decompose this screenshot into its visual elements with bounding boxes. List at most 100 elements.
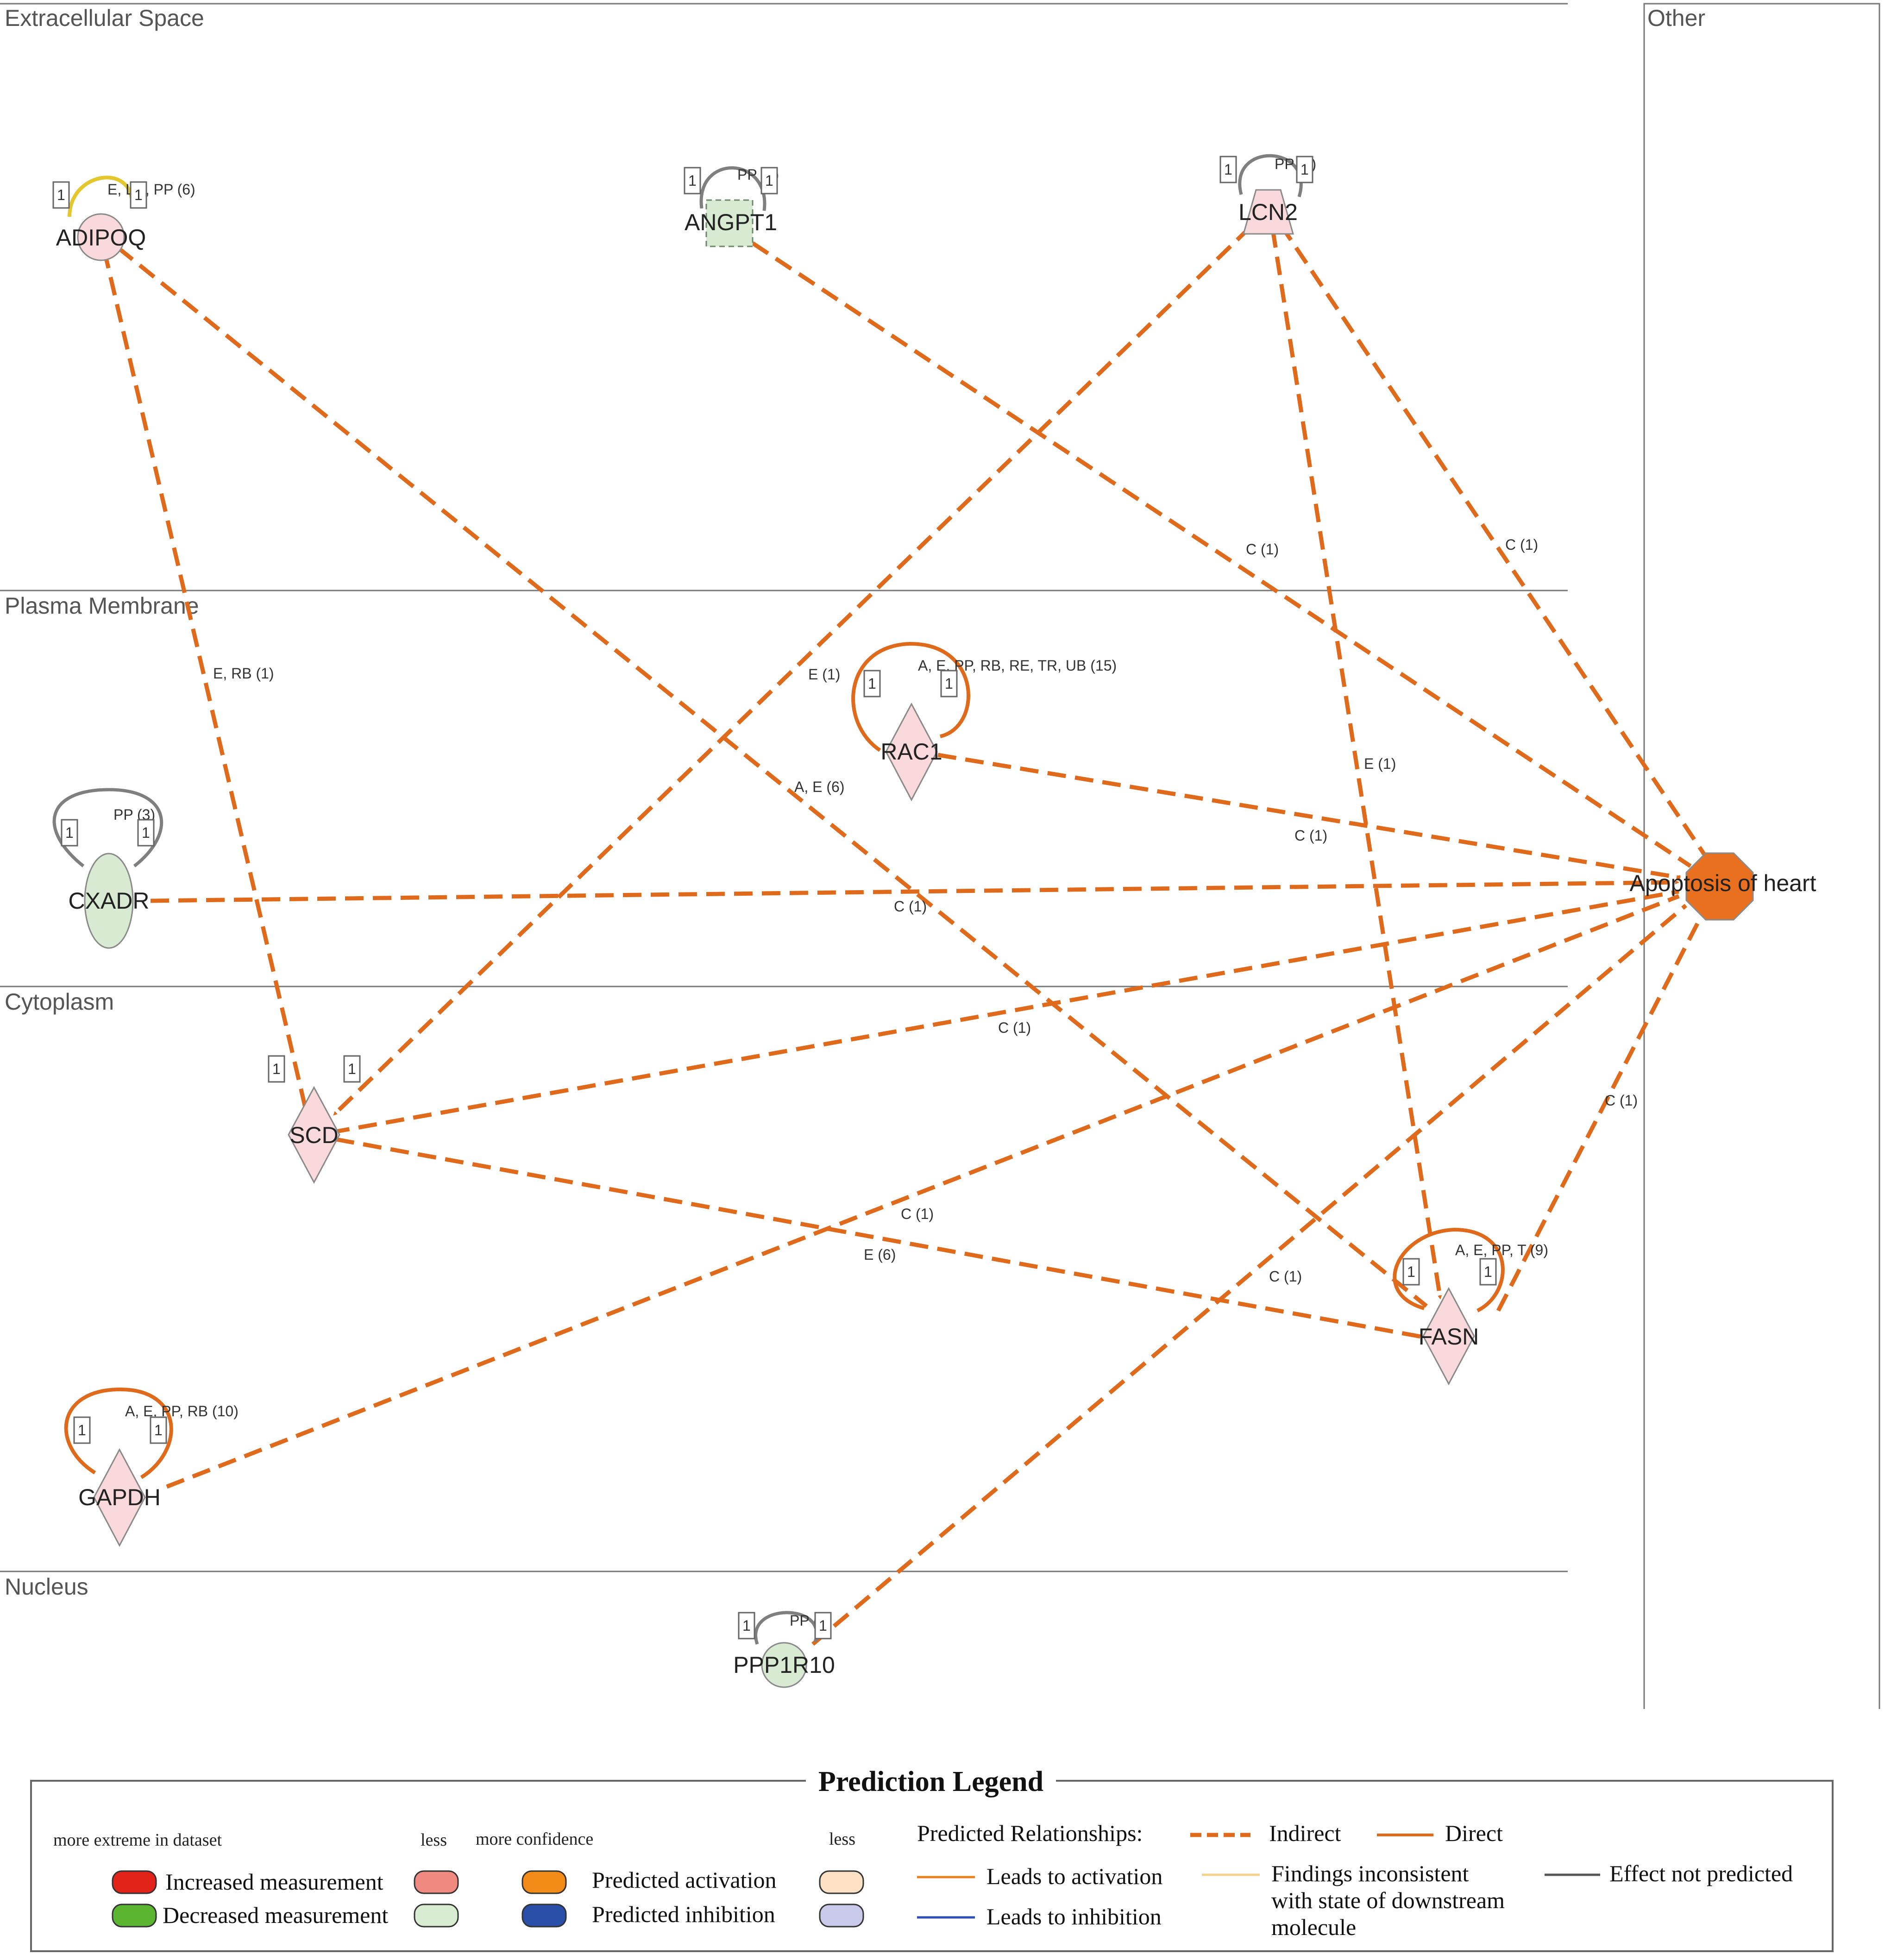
badge-angpt1-left: 1 (684, 167, 701, 195)
node-cxadr[interactable]: CXADR (68, 853, 150, 949)
node-label-lcn2: LCN2 (1238, 199, 1298, 225)
edge-cxadr-apoptosis[interactable] (150, 880, 1679, 903)
svg-text:1: 1 (1224, 161, 1232, 178)
node-shape-scd (288, 1086, 340, 1184)
loop-adipoq[interactable] (68, 176, 134, 217)
node-shape-cxadr (84, 853, 134, 949)
edge-ppp1r10-apoptosis[interactable] (811, 904, 1687, 1646)
legend-predicted-activation: Predicted activation (592, 1867, 776, 1893)
legend-title: Prediction Legend (818, 1766, 1043, 1797)
legend-predicted-inhibition: Predicted inhibition (592, 1901, 775, 1927)
edge-lcn2-fasn[interactable] (1270, 229, 1443, 1300)
edge-scd-apoptosis[interactable] (331, 889, 1679, 1135)
badge-gapdh-left: 1 (73, 1416, 91, 1444)
region-lines (0, 3, 1880, 1709)
edge-adipoq-scd[interactable] (102, 249, 308, 1110)
node-adipoq[interactable]: ADIPOQ (56, 213, 146, 261)
legend-not-predicted: Effect not predicted (1609, 1860, 1793, 1886)
legend-predicted-relationships: Predicted Relationships: (917, 1820, 1143, 1846)
node-scd[interactable]: SCD (288, 1086, 340, 1184)
swatch-activation-less (819, 1870, 864, 1894)
legend-leads-inhibition: Leads to inhibition (986, 1903, 1162, 1929)
node-angpt1[interactable]: ANGPT1 (685, 199, 777, 247)
svg-text:1: 1 (348, 1061, 356, 1077)
edge-lcn2-apoptosis[interactable] (1279, 223, 1706, 856)
edge-scd-fasn[interactable] (335, 1137, 1432, 1341)
node-gapdh[interactable]: GAPDH (78, 1448, 161, 1547)
edge-label-fasn-apoptosis: C (1) (1605, 1092, 1638, 1109)
legend-inconsistent-1: Findings inconsistent (1271, 1860, 1469, 1886)
swatch-increased-less (414, 1870, 459, 1894)
edge-label-adipoq-fasn: A, E (6) (794, 779, 844, 795)
edge-labels: E, RB (1) A, E (6) C (1) C (1) E (1) E (… (213, 536, 1638, 1285)
badge-lcn2-right: 1 (1296, 156, 1313, 183)
badge-cxadr-right: 1 (137, 819, 155, 847)
edge-label-lcn2-scd: E (1) (808, 666, 840, 683)
node-shape-apoptosis (1685, 852, 1754, 921)
edge-label-lcn2-apoptosis: C (1) (1505, 536, 1538, 553)
legend-direct: Direct (1445, 1820, 1503, 1846)
loop-gapdh[interactable] (64, 1387, 173, 1479)
svg-text:1: 1 (142, 824, 150, 841)
edge-label-lcn2-fasn: E (1) (1364, 755, 1396, 772)
loop-cxadr[interactable] (52, 788, 163, 867)
legend-title-bg (806, 1762, 1056, 1799)
svg-text:1: 1 (765, 172, 773, 189)
badge-adipoq-right: 1 (130, 181, 147, 209)
edge-label-angpt1-apoptosis: C (1) (1246, 541, 1279, 558)
node-apoptosis-of-heart[interactable]: Apoptosis of heart (1629, 852, 1816, 921)
svg-text:1: 1 (1300, 161, 1309, 178)
badge-lcn2-left: 1 (1219, 156, 1237, 183)
node-shape-angpt1 (705, 199, 754, 247)
loop-label-gapdh: A, E, PP, RB (10) (125, 1403, 239, 1420)
node-shape-gapdh (93, 1448, 146, 1547)
swatch-activation (521, 1870, 567, 1894)
edge-lcn2-scd[interactable] (332, 225, 1252, 1117)
edge-angpt1-apoptosis[interactable] (751, 241, 1692, 868)
legend-indirect: Indirect (1269, 1820, 1341, 1846)
badge-scd-left: 1 (268, 1055, 285, 1083)
badge-fasn-left: 1 (1402, 1258, 1420, 1286)
edge-fasn-apoptosis[interactable] (1496, 909, 1707, 1312)
prediction-legend: Prediction Legend more extreme in datase… (30, 1762, 1834, 1952)
region-label-cytoplasm: Cytoplasm (5, 989, 114, 1015)
nodes: ADIPOQ ANGPT1 LCN2 RAC1 CXADR SCD GAPDH (56, 189, 1816, 1688)
badge-ppp1r10-right: 1 (814, 1612, 832, 1640)
edge-rac1-apoptosis[interactable] (937, 753, 1681, 880)
legend-leads-activation: Leads to activation (986, 1863, 1162, 1889)
node-label-fasn: FASN (1419, 1324, 1479, 1350)
node-label-gapdh: GAPDH (78, 1484, 161, 1510)
svg-text:1: 1 (134, 187, 143, 203)
edge-adipoq-fasn[interactable] (117, 246, 1428, 1308)
svg-text:1: 1 (868, 675, 876, 692)
svg-text:1: 1 (742, 1617, 751, 1634)
badge-ppp1r10-left: 1 (738, 1612, 755, 1640)
edge-gapdh-apoptosis[interactable] (166, 894, 1680, 1489)
badge-cxadr-left: 1 (61, 819, 78, 847)
legend-less-1: less (421, 1830, 447, 1850)
node-rac1[interactable]: RAC1 (880, 702, 942, 802)
svg-text:1: 1 (1407, 1263, 1415, 1280)
edge-label-ppp1r10-apoptosis: C (1) (1269, 1268, 1302, 1285)
node-label-scd: SCD (289, 1122, 339, 1148)
swatch-decreased (112, 1903, 157, 1928)
loop-fasn[interactable] (1393, 1227, 1505, 1313)
node-shape-rac1 (885, 702, 938, 802)
region-label-plasma-membrane: Plasma Membrane (5, 593, 199, 619)
node-label-rac1: RAC1 (880, 739, 942, 765)
legend-more-confidence: more confidence (476, 1829, 593, 1849)
node-ppp1r10[interactable]: PPP1R10 (733, 1642, 835, 1688)
loop-label-adipoq: E, LO, PP (6) (107, 181, 195, 198)
node-label-ppp1r10: PPP1R10 (733, 1652, 835, 1678)
node-shape-adipoq (77, 213, 125, 261)
node-shape-ppp1r10 (761, 1642, 807, 1688)
loop-rac1[interactable] (851, 641, 971, 752)
svg-text:1: 1 (688, 172, 697, 189)
edge-label-adipoq-scd: E, RB (1) (213, 665, 274, 682)
node-fasn[interactable]: FASN (1419, 1287, 1479, 1386)
node-label-angpt1: ANGPT1 (685, 209, 777, 235)
swatch-inhibition-less (819, 1903, 864, 1928)
svg-text:1: 1 (57, 187, 65, 203)
svg-text:1: 1 (65, 824, 74, 841)
node-lcn2[interactable]: LCN2 (1238, 189, 1298, 235)
